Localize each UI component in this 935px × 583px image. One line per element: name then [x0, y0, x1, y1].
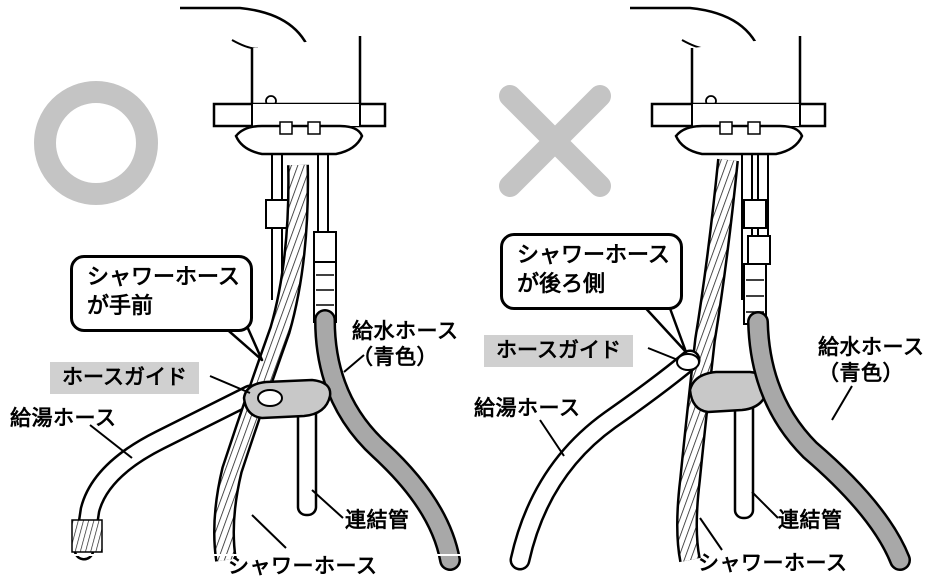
left-cold-hose-line2: （青色）: [352, 344, 458, 370]
right-cold-hose-line1: 給水ホース: [818, 334, 924, 360]
right-shower-hose-label: シャワーホース: [698, 553, 847, 574]
right-callout: シャワーホース が後ろ側: [500, 233, 683, 310]
ng-symbol: [510, 96, 600, 186]
right-callout-line1: シャワーホース: [517, 242, 670, 271]
right-callout-line2: が後ろ側: [517, 271, 670, 300]
right-hose-guide-label: ホースガイド: [484, 335, 633, 367]
left-callout-line2: が手前: [87, 293, 240, 322]
left-hose-guide-label: ホースガイド: [50, 362, 199, 394]
right-hot-hose-label: 給湯ホース: [474, 398, 580, 419]
ok-symbol: [45, 92, 147, 194]
left-hot-hose-label: 給湯ホース: [10, 408, 116, 429]
left-cold-hose-line1: 給水ホース: [352, 318, 458, 344]
left-shower-hose-label: シャワーホース: [228, 556, 377, 577]
left-cold-hose-label: 給水ホース （青色）: [352, 318, 458, 371]
left-callout: シャワーホース が手前: [70, 255, 253, 332]
right-cold-hose-line2: （青色）: [818, 360, 924, 386]
right-connecting-pipe-label: 連結管: [778, 510, 843, 531]
right-cold-hose-label: 給水ホース （青色）: [818, 334, 924, 387]
left-callout-line1: シャワーホース: [87, 264, 240, 293]
left-connecting-pipe-label: 連結管: [345, 510, 410, 531]
